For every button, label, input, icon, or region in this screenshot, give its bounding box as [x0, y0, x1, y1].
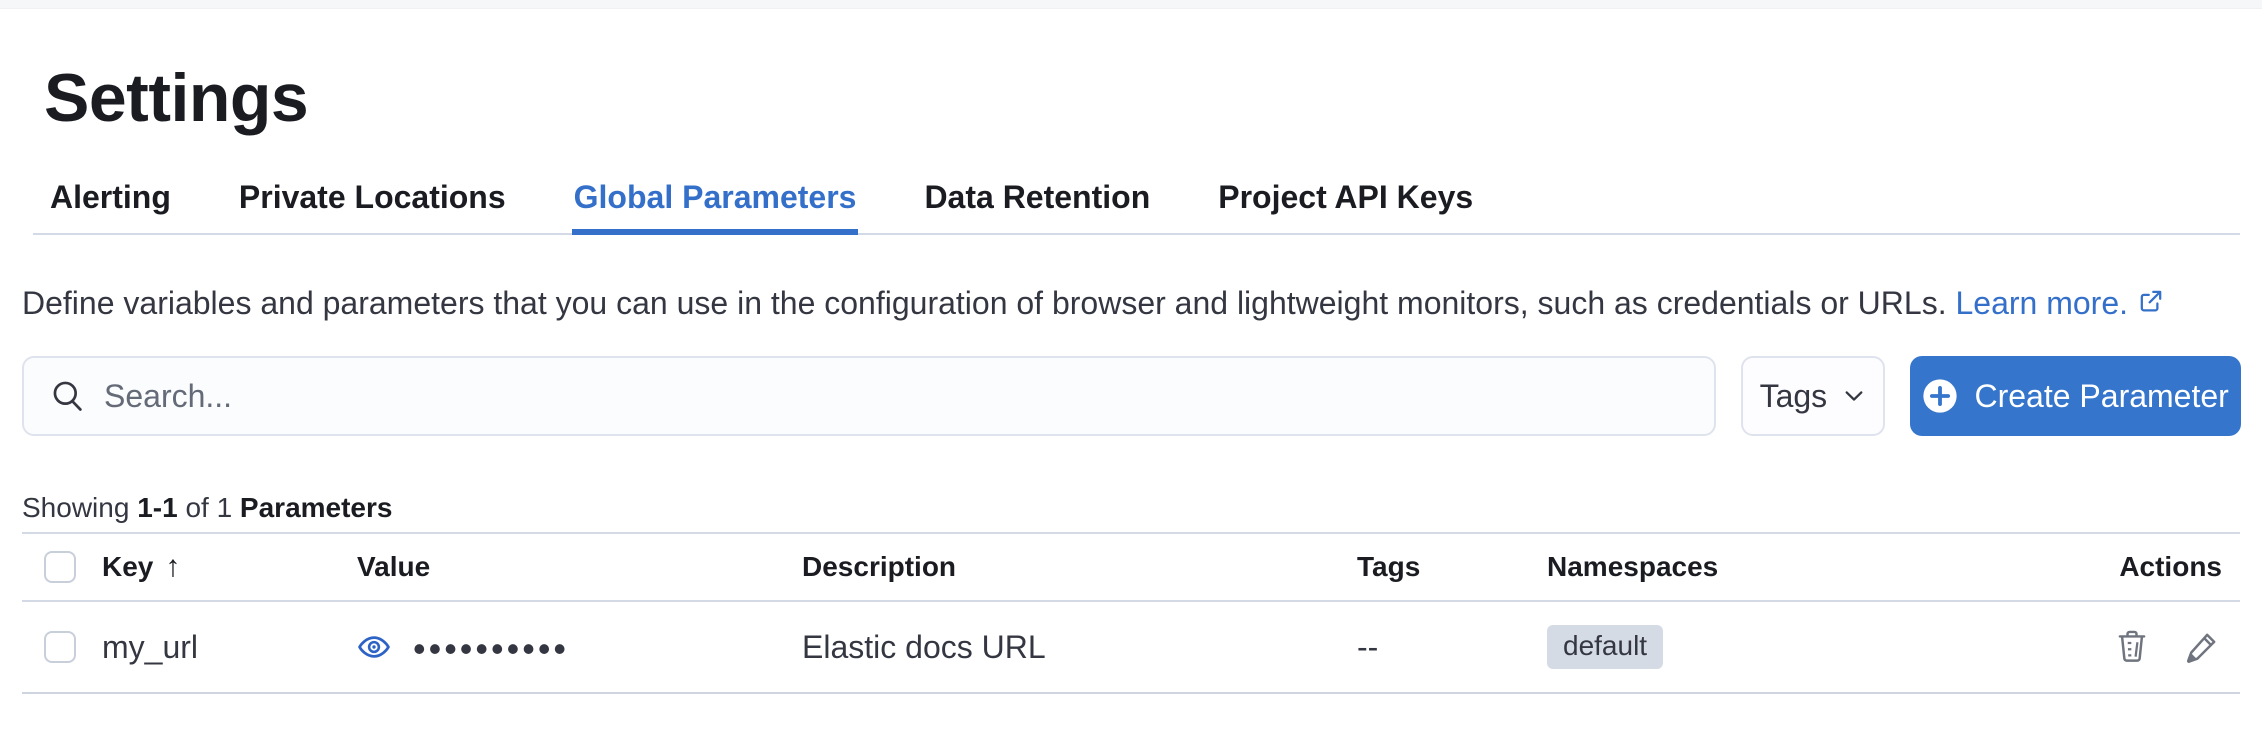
masked-value: •••••••••• — [413, 628, 570, 669]
select-all-checkbox[interactable] — [44, 551, 76, 583]
column-header-key-label: Key — [102, 551, 154, 582]
column-header-namespaces: Namespaces — [1547, 551, 1719, 582]
page-title: Settings — [44, 60, 309, 136]
external-link-icon — [2136, 281, 2166, 329]
row-namespaces: default — [1547, 625, 1907, 669]
learn-more-label: Learn more. — [1955, 285, 2128, 321]
row-tags: -- — [1357, 628, 1379, 665]
learn-more-link[interactable]: Learn more. — [1955, 285, 2166, 321]
namespace-badge: default — [1547, 625, 1664, 669]
description-text: Define variables and parameters that you… — [22, 285, 1947, 321]
row-checkbox-cell — [22, 631, 102, 663]
row-value-cell: •••••••••• — [357, 627, 802, 667]
summary-prefix: Showing — [22, 492, 130, 523]
column-header-tags: Tags — [1357, 551, 1421, 582]
row-description: Elastic docs URL — [802, 628, 1046, 665]
summary-entity: Parameters — [239, 492, 393, 523]
edit-pencil-icon[interactable] — [2184, 629, 2220, 665]
search-icon — [50, 378, 86, 414]
tabs-list: Alerting Private Locations Global Parame… — [48, 179, 2240, 235]
column-header-description: Description — [802, 551, 957, 582]
create-parameter-label: Create Parameter — [1974, 377, 2229, 414]
row-key: my_url — [102, 628, 199, 665]
column-header-actions: Actions — [2119, 551, 2222, 582]
tab-project-api-keys[interactable]: Project API Keys — [1218, 179, 1474, 215]
search-input[interactable] — [104, 358, 1715, 434]
delete-trash-icon[interactable] — [2114, 629, 2150, 665]
tab-private-locations[interactable]: Private Locations — [238, 179, 506, 215]
sort-ascending-icon: ↑ — [165, 550, 181, 583]
header-checkbox-cell — [22, 551, 102, 583]
table-row: my_url •••••••••• Elastic docs URL -- de… — [22, 602, 2240, 694]
table-header-row: Key ↑ Value Description Tags Namespaces A… — [22, 532, 2240, 602]
row-actions-cell — [1907, 629, 2240, 665]
summary-range: 1-1 — [137, 492, 178, 523]
tab-data-retention[interactable]: Data Retention — [924, 179, 1151, 215]
tags-filter-button[interactable]: Tags — [1741, 356, 1886, 436]
summary-infix: of 1 — [185, 492, 233, 523]
tabs-bar: Alerting Private Locations Global Parame… — [33, 179, 2240, 235]
results-summary: Showing 1-1 of 1 Parameters — [22, 492, 2240, 524]
create-parameter-button[interactable]: Create Parameter — [1910, 356, 2241, 436]
search-box[interactable] — [22, 356, 1717, 436]
window-top-strip — [0, 0, 2262, 9]
tab-global-parameters[interactable]: Global Parameters — [571, 179, 859, 235]
toolbar: Tags Create Parameter — [22, 356, 2241, 436]
tab-alerting[interactable]: Alerting — [50, 179, 171, 215]
column-header-key[interactable]: Key ↑ — [102, 550, 357, 584]
column-header-value: Value — [357, 551, 431, 582]
page-description: Define variables and parameters that you… — [22, 279, 2236, 329]
plus-in-circle-icon — [1922, 378, 1958, 414]
row-checkbox[interactable] — [44, 631, 76, 663]
reveal-value-eye-icon[interactable] — [357, 630, 391, 664]
chevron-down-icon — [1841, 383, 1867, 409]
parameters-table: Key ↑ Value Description Tags Namespaces A… — [22, 532, 2240, 694]
tags-filter-label: Tags — [1759, 377, 1828, 414]
